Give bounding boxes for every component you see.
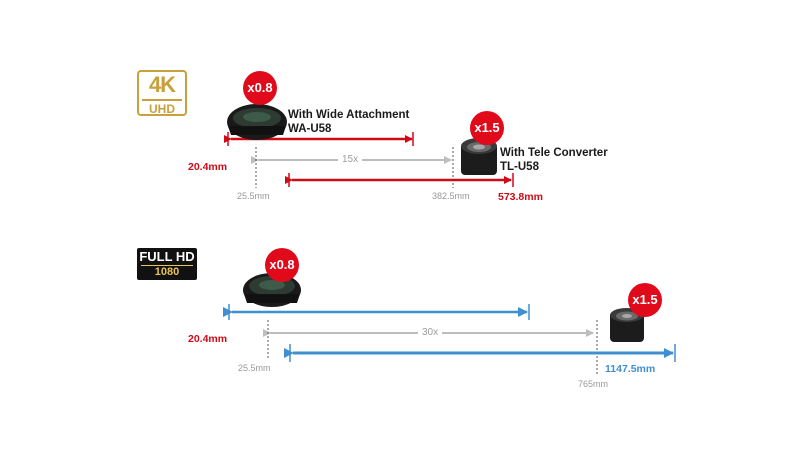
fhd-tele-multiplier-badge: x1.5 xyxy=(628,283,662,317)
uhd-base-tele-focal: 382.5mm xyxy=(432,191,470,201)
tele-converter-lens-icon-fhd xyxy=(610,308,644,342)
uhd-base-wide-focal: 25.5mm xyxy=(237,191,270,201)
wide-attachment-lens-icon-uhd xyxy=(227,104,287,140)
badge-4k-text: 4K xyxy=(148,72,176,97)
uhd-wide-label-line2: WA-U58 xyxy=(288,123,332,135)
uhd-wide-multiplier-badge: x0.8 xyxy=(243,71,277,105)
uhd-tele-focal-length: 573.8mm xyxy=(498,191,543,203)
uhd-tele-converter-label: With Tele Converter TL-U58 xyxy=(500,146,608,174)
uhd-zoom-ratio: 15x xyxy=(338,154,363,165)
uhd-wide-attachment-label: With Wide Attachment WA-U58 xyxy=(288,108,409,136)
fhd-base-tele-focal: 765mm xyxy=(578,379,609,389)
uhd-tele-label-line2: TL-U58 xyxy=(500,161,539,173)
fhd-base-wide-focal: 25.5mm xyxy=(238,363,271,373)
fhd-zoom-ratio: 30x xyxy=(418,327,443,338)
fhd-tele-focal-length: 1147.5mm xyxy=(605,363,656,375)
fhd-wide-multiplier-badge: x0.8 xyxy=(265,248,299,282)
badge-uhd-text: UHD xyxy=(142,99,182,115)
uhd-wide-focal-length: 20.4mm xyxy=(188,161,228,173)
uhd-wide-label-line1: With Wide Attachment xyxy=(288,109,410,121)
fhd-wide-focal-length: 20.4mm xyxy=(188,333,228,345)
4k-uhd-badge: 4K UHD xyxy=(137,70,187,116)
full-hd-1080-badge: FULL HD 1080 xyxy=(137,248,197,280)
uhd-tele-multiplier-badge: x1.5 xyxy=(470,111,504,145)
badge-1080-text: 1080 xyxy=(141,265,193,279)
badge-fullhd-text: FULL HD xyxy=(139,249,195,264)
uhd-tele-label-line1: With Tele Converter xyxy=(500,147,608,159)
